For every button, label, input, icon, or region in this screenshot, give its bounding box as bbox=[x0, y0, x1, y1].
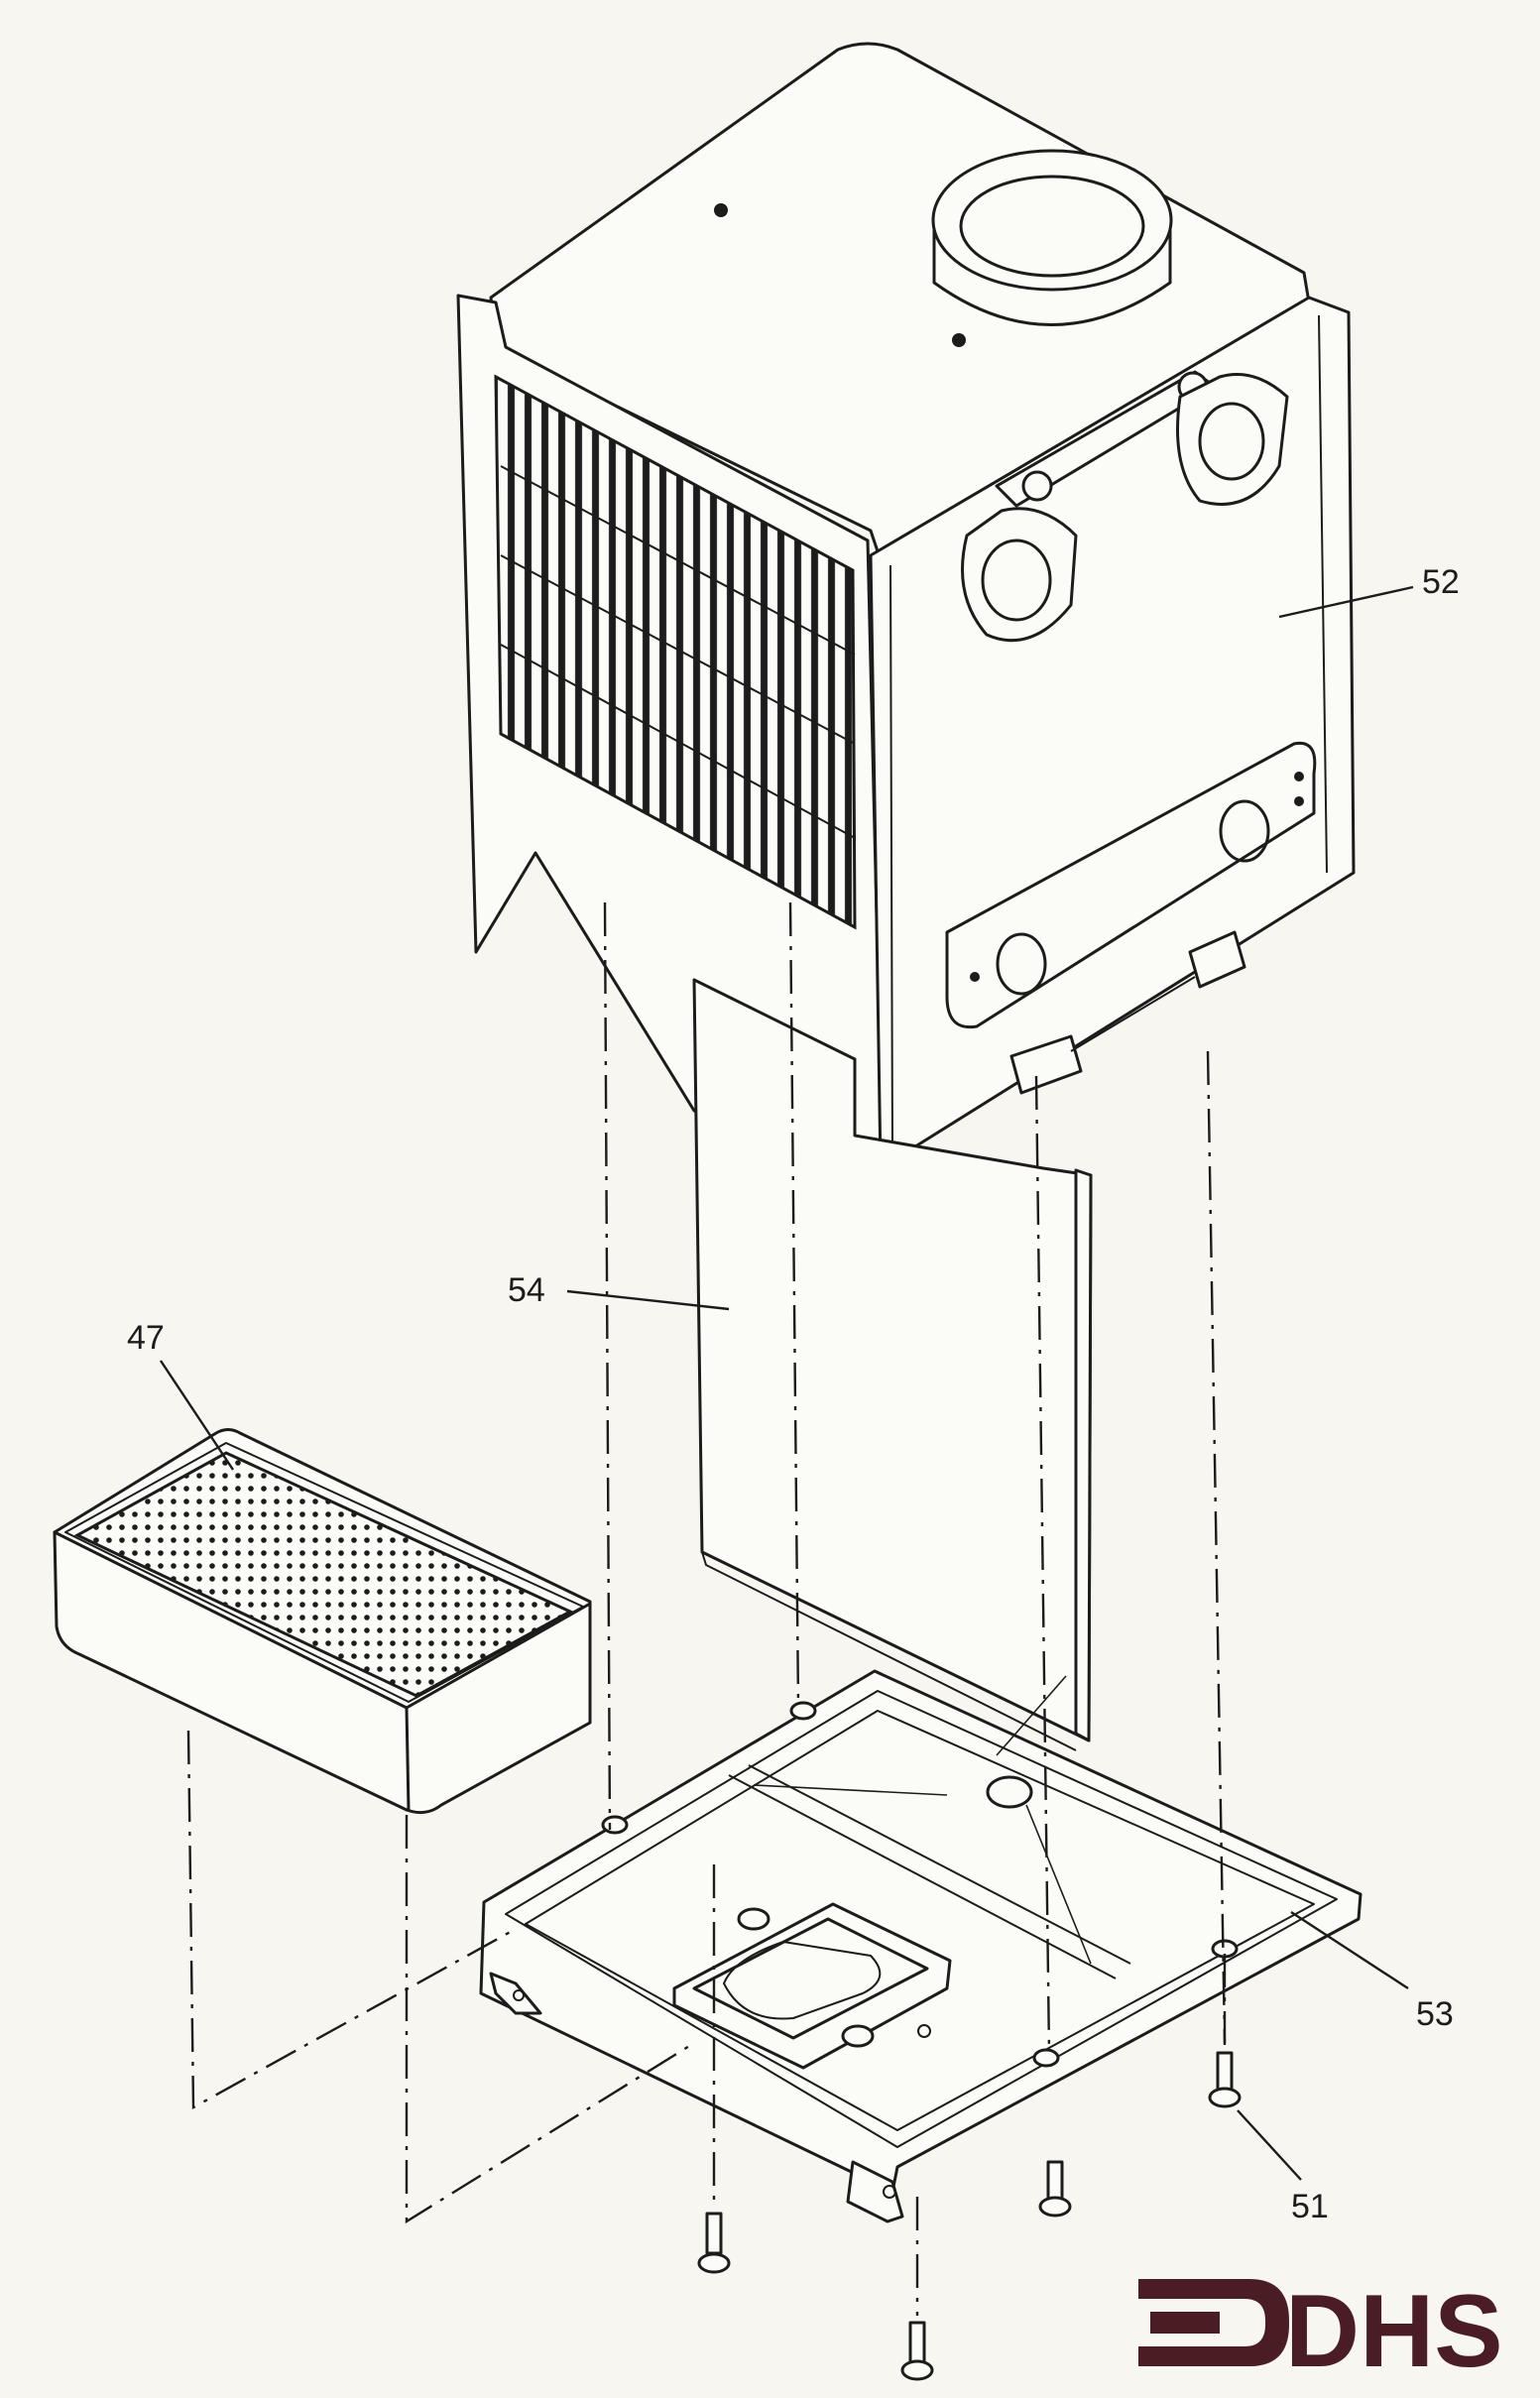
assembly-centerlines bbox=[186, 901, 1227, 2316]
label-52: 52 bbox=[1278, 563, 1460, 619]
pipe-boss-left bbox=[961, 507, 1078, 643]
screw-51 bbox=[1208, 2051, 1242, 2108]
filter-block bbox=[53, 1428, 592, 1815]
dhs-logo: DHS bbox=[1138, 2274, 1503, 2389]
label-53: 53 bbox=[1290, 1910, 1454, 2033]
screw-bottom-right bbox=[1038, 2160, 1072, 2218]
flue-collar bbox=[931, 149, 1173, 326]
label-51: 51 bbox=[1237, 2109, 1329, 2225]
inlet-plate bbox=[672, 1902, 952, 2070]
svg-text:53: 53 bbox=[1416, 1995, 1454, 2033]
label-54: 54 bbox=[508, 1271, 730, 1311]
svg-text:54: 54 bbox=[508, 1271, 545, 1309]
svg-text:47: 47 bbox=[127, 1319, 165, 1357]
screw-bottom-left bbox=[697, 2212, 731, 2274]
svg-text:51: 51 bbox=[1291, 2188, 1329, 2225]
heat-exchanger-housing bbox=[456, 42, 1356, 1172]
label-47: 47 bbox=[127, 1319, 234, 1471]
logo-arrow-mark bbox=[1138, 2279, 1289, 2366]
svg-text:52: 52 bbox=[1422, 563, 1460, 601]
logo-text: DHS bbox=[1285, 2274, 1503, 2389]
screw-bottom-center bbox=[900, 2321, 934, 2381]
base-tray bbox=[479, 1669, 1362, 2223]
mounting-plate bbox=[945, 741, 1317, 1029]
pipe-boss-right bbox=[1176, 373, 1289, 506]
side-panel bbox=[692, 978, 1093, 1751]
